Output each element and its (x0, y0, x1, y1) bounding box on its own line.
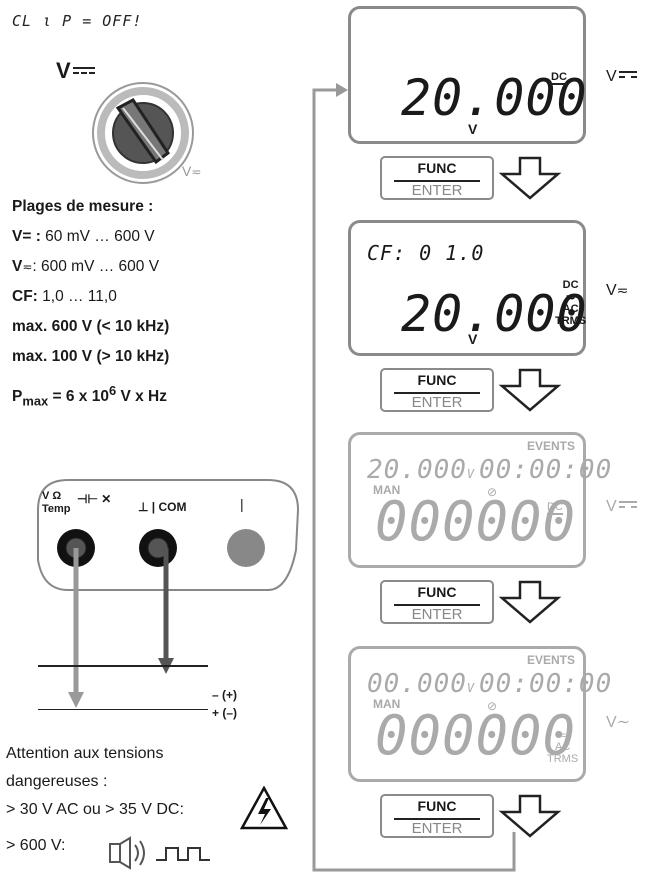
down-arrow-icon (498, 794, 562, 838)
down-arrow-icon (498, 156, 562, 200)
switch-position-label: V (56, 58, 95, 84)
max-limit-2: max. 100 V (> 10 kHz) (12, 348, 170, 365)
warning-line-4: > 600 V: (6, 837, 66, 854)
polarity-top: – (+) (212, 688, 238, 702)
lcd-display-events-ac: EVENTS 00.000V 00:00:00 MAN ⊘ 000000 ≈AC… (348, 646, 611, 782)
down-arrow-icon (498, 368, 562, 412)
side-label-events-ac: V∼ (606, 714, 631, 731)
display-events-label: EVENTS (526, 439, 575, 453)
socket-com-label: ⊥ | COM (138, 500, 187, 514)
warning-line-3: > 30 V AC ou > 35 V DC: (6, 801, 184, 818)
func-enter-button[interactable]: FUNC ENTER (380, 580, 494, 624)
display-crest-factor: CF: 0 1.0 (367, 241, 485, 265)
measurement-specs: Plages de mesure : V= : 60 mV … 600 V V≂… (12, 192, 169, 416)
rotary-switch-icon[interactable] (88, 78, 198, 188)
switch-alt-label: V≂ (182, 163, 202, 179)
display-man-label: MAN (373, 483, 401, 497)
side-label-acdc: V≂ (606, 282, 629, 299)
display-main-value: 000000 (375, 490, 577, 553)
side-label-dc: V (606, 68, 637, 86)
danger-warning: Attention aux tensions dangereuses : > 3… (6, 740, 184, 860)
ac-range: : 600 mV … 600 V (32, 258, 160, 275)
display-top-left: 00.000V (367, 669, 476, 699)
down-arrow-icon (498, 580, 562, 624)
display-main-value: 20.000 (401, 69, 588, 127)
display-dc-indicator: DC (551, 71, 567, 85)
display-dc-indicator: DC (547, 501, 563, 515)
specs-title: Plages de mesure : (12, 198, 154, 215)
lcd-display-dc: 20.000 V DC (348, 6, 588, 144)
clip-status-text: CL ι P = OFF! (12, 12, 143, 30)
display-unit: V (468, 121, 478, 137)
polarity-bottom: + (–) (212, 706, 238, 720)
func-enter-button[interactable]: FUNC ENTER (380, 368, 494, 412)
display-main-value: 000000 (375, 704, 577, 767)
diode-icon: ⊣⊢ ✕ (77, 492, 112, 506)
func-enter-button[interactable]: FUNC ENTER (380, 794, 494, 838)
flow-arrow-line (312, 83, 516, 872)
display-time: 00:00:00 (479, 669, 613, 699)
lcd-display-events-dc: EVENTS 20.000V 00:00:00 MAN ⊘ 000000 DC (348, 432, 611, 568)
dc-range: 60 mV … 600 V (45, 228, 155, 245)
max-limit-1: max. 600 V (< 10 kHz) (12, 318, 170, 335)
side-label-events-dc: V (606, 498, 637, 516)
display-man-label: MAN (373, 697, 401, 711)
display-top-left: 20.000V (367, 455, 476, 485)
cf-label: CF: (12, 288, 38, 305)
clock-icon: ⊘ (487, 699, 498, 713)
dc-label: V= : (12, 228, 41, 245)
func-enter-button[interactable]: FUNC ENTER (380, 156, 494, 200)
cf-range: 1,0 … 11,0 (42, 288, 117, 305)
clock-icon: ⊘ (487, 485, 498, 499)
buzzer-icon (109, 836, 210, 870)
display-main-value: 20.000 (401, 285, 588, 343)
socket-panel-diagram (37, 479, 300, 710)
socket-right-label: | (240, 496, 244, 512)
display-events-label: EVENTS (526, 653, 575, 667)
warning-line-1: Attention aux tensions (6, 745, 164, 762)
ac-label: V (12, 258, 23, 275)
pmax-formula: Pmax = 6 x 106 V x Hz (12, 383, 167, 409)
display-unit: V (468, 331, 478, 347)
warning-line-2: dangereuses : (6, 773, 108, 790)
display-time: 00:00:00 (479, 455, 613, 485)
high-voltage-warning-icon (240, 786, 288, 830)
